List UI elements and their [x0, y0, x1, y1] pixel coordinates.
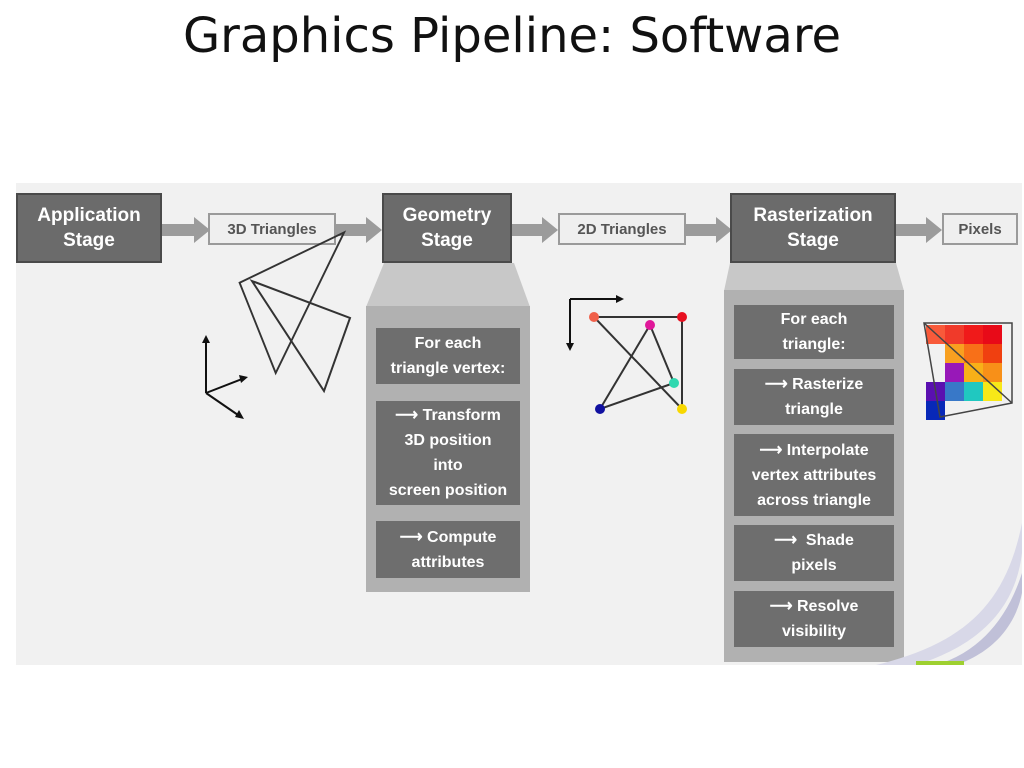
arrow-right-icon: ⟶ — [774, 532, 798, 549]
application-stage-line2: Stage — [63, 230, 115, 251]
pixel-square — [945, 325, 964, 344]
transform-line3: into — [433, 457, 463, 474]
raster-step-interpolate: ⟶ Interpolate vertex attributes across t… — [734, 434, 894, 516]
pixel-square — [964, 325, 983, 344]
tag-2d-triangles: 2D Triangles — [558, 213, 686, 245]
3d-triangles-illustration — [238, 230, 352, 394]
raster-step-rasterize: ⟶ Rasterize triangle — [734, 369, 894, 425]
geometry-header-line2: triangle vertex: — [390, 360, 506, 377]
tag-3d-triangles: 3D Triangles — [208, 213, 336, 245]
arrow-right-icon: ⟶ — [395, 407, 419, 424]
tag-pixels: Pixels — [942, 213, 1018, 245]
application-stage-line1: Application — [37, 205, 141, 226]
slide-title: Graphics Pipeline: Software — [182, 8, 842, 64]
geometry-stage-line1: Geometry — [402, 205, 492, 226]
transform-line1: Transform — [422, 407, 501, 424]
arrow-right-icon: ⟶ — [759, 441, 783, 459]
3d-axes-icon — [202, 335, 248, 419]
pixel-square — [983, 344, 1002, 363]
2d-axes-icon — [566, 295, 624, 351]
arrow-2d-to-raster — [684, 217, 732, 243]
pixel-square — [983, 363, 1002, 382]
shade-line1: Shade — [805, 532, 854, 549]
raster-funnel — [724, 263, 904, 291]
rasterization-stage-line1: Rasterization — [753, 205, 873, 226]
transform-line4: screen position — [388, 482, 508, 499]
rasterize-line2: triangle — [785, 401, 843, 418]
vertex-dot — [677, 312, 687, 322]
arrow-geometry-to-2d — [510, 217, 558, 243]
interp-line1: Interpolate — [786, 441, 869, 459]
vertex-dot — [677, 404, 687, 414]
pixel-square — [945, 344, 964, 363]
pixel-square — [945, 382, 964, 401]
raster-step-header: For each triangle: — [734, 305, 894, 359]
raster-step-resolve: ⟶ Resolve visibility — [734, 591, 894, 647]
arrow-app-to-3d — [162, 217, 210, 243]
interp-line3: across triangle — [757, 491, 871, 509]
vertex-dot — [645, 320, 655, 330]
pixel-square — [964, 382, 983, 401]
pixel-square — [983, 325, 1002, 344]
arrow-right-icon: ⟶ — [764, 376, 788, 393]
raster-header-line2: triangle: — [782, 336, 846, 353]
green-accent — [916, 661, 964, 665]
vertex-dot — [589, 312, 599, 322]
compute-line2: attributes — [411, 553, 485, 571]
rasterize-line1: Rasterize — [792, 376, 864, 393]
pixel-grid-illustration — [923, 322, 1013, 420]
raster-step-shade: ⟶ Shade pixels — [734, 525, 894, 581]
geometry-stage-line2: Stage — [421, 230, 473, 251]
geometry-funnel — [366, 263, 530, 307]
geometry-step-header: For each triangle vertex: — [376, 328, 520, 384]
shade-line2: pixels — [791, 557, 837, 574]
compute-line1: Compute — [427, 528, 497, 546]
arrow-right-icon: ⟶ — [769, 598, 793, 615]
transform-line2: 3D position — [404, 432, 492, 449]
arrow-raster-to-pixels — [894, 217, 942, 243]
rasterization-stage-line2: Stage — [787, 230, 839, 251]
vertex-dot — [595, 404, 605, 414]
resolve-line1: Resolve — [797, 598, 859, 615]
resolve-line2: visibility — [781, 623, 847, 640]
pixel-square — [945, 363, 964, 382]
interp-line2: vertex attributes — [751, 466, 877, 484]
pixel-square — [964, 363, 983, 382]
2d-triangles-illustration — [589, 312, 687, 414]
pixel-square — [964, 344, 983, 363]
pixel-square — [983, 382, 1002, 401]
geometry-step-transform: ⟶ Transform 3D position into screen posi… — [376, 401, 520, 505]
geometry-step-compute: ⟶ Compute attributes — [376, 521, 520, 578]
raster-header-line1: For each — [780, 311, 848, 328]
decorative-swoosh — [876, 523, 1022, 665]
arrow-3d-to-geometry — [334, 217, 382, 243]
vertex-dot — [669, 378, 679, 388]
arrow-right-icon: ⟶ — [399, 528, 423, 546]
geometry-header-line1: For each — [414, 335, 482, 352]
